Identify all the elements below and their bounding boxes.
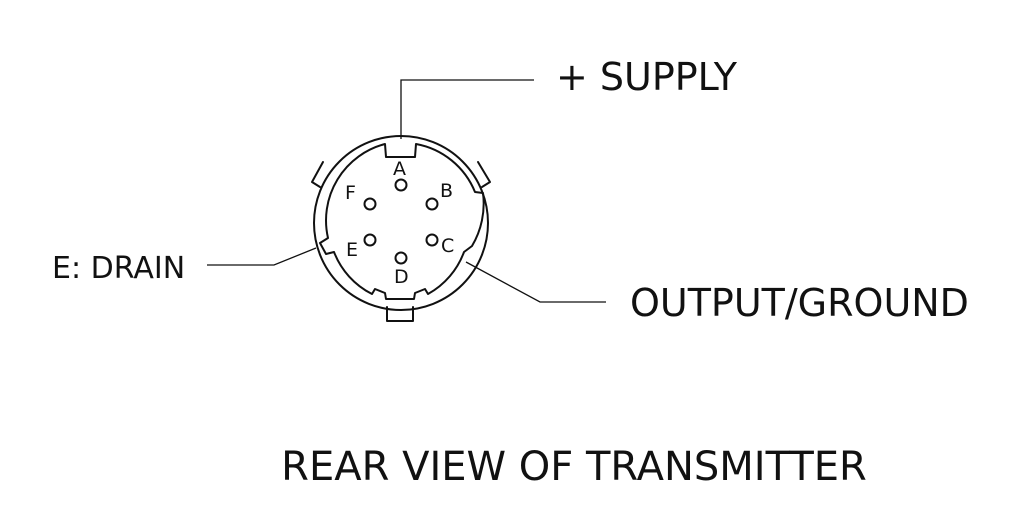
pin-label-c: C (441, 235, 454, 257)
connector-insert (319, 143, 485, 300)
drain-leader-line (207, 247, 317, 266)
connector-bottom-key (386, 306, 414, 322)
connector: A B C D E F (311, 135, 491, 322)
pin-socket-c (425, 233, 439, 247)
connector-right-tab (477, 161, 491, 188)
pin-label-e: E (346, 239, 358, 261)
pin-label-d: D (394, 266, 409, 288)
pin-socket-d (394, 251, 408, 265)
supply-leader-line (400, 79, 534, 139)
pin-socket-b (425, 197, 439, 211)
output-leader-line (465, 261, 606, 303)
pin-socket-a (394, 178, 408, 192)
connector-left-tab (311, 161, 324, 188)
pin-socket-f (363, 197, 377, 211)
pin-label-f: F (345, 182, 356, 204)
drain-label: E: DRAIN (52, 251, 185, 286)
output-label: OUTPUT/GROUND (630, 281, 969, 325)
pin-label-b: B (440, 180, 453, 202)
supply-label: + SUPPLY (556, 55, 738, 99)
diagram-caption: REAR VIEW OF TRANSMITTER (281, 444, 867, 490)
pin-label-a: A (393, 158, 406, 180)
pin-socket-e (363, 233, 377, 247)
